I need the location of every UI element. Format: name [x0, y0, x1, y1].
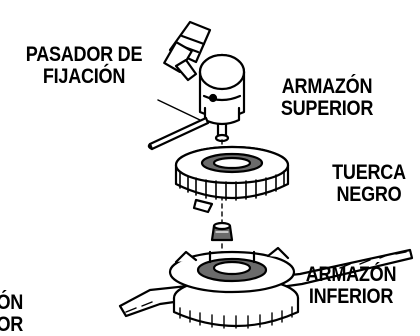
label-black-nut-line1: TUERCA	[332, 161, 406, 184]
lower-housing-part	[118, 246, 414, 329]
label-upper-housing-line1: ARMAZÓN	[281, 75, 373, 98]
label-cut-off-left-line1: ÓN	[0, 291, 24, 314]
label-lower-housing-line1: ARMAZÓN	[305, 263, 397, 286]
label-upper-housing-line2: SUPERIOR	[280, 97, 374, 120]
black-nut-part	[210, 221, 234, 242]
label-black-nut-line2: NEGRO	[336, 183, 402, 206]
label-locking-pin: PASADOR DE FIJACIÓN	[15, 44, 153, 88]
label-lower-housing-line2: INFERIOR	[308, 285, 394, 308]
leader-locking-pin	[157, 99, 201, 121]
label-upper-housing: ARMAZÓN SUPERIOR	[271, 76, 383, 120]
label-black-nut: TUERCA NEGRO	[322, 162, 417, 206]
gearbox-assembly	[163, 20, 246, 143]
label-locking-pin-line2: FIJACIÓN	[42, 65, 126, 88]
label-cut-off-left: ÓN OR	[0, 292, 27, 336]
label-cut-off-left-line2: OR	[0, 313, 24, 336]
label-locking-pin-line1: PASADOR DE	[25, 43, 143, 66]
label-lower-housing: ARMAZÓN INFERIOR	[295, 264, 407, 308]
locking-pin	[147, 116, 210, 151]
upper-housing-part	[174, 145, 290, 214]
